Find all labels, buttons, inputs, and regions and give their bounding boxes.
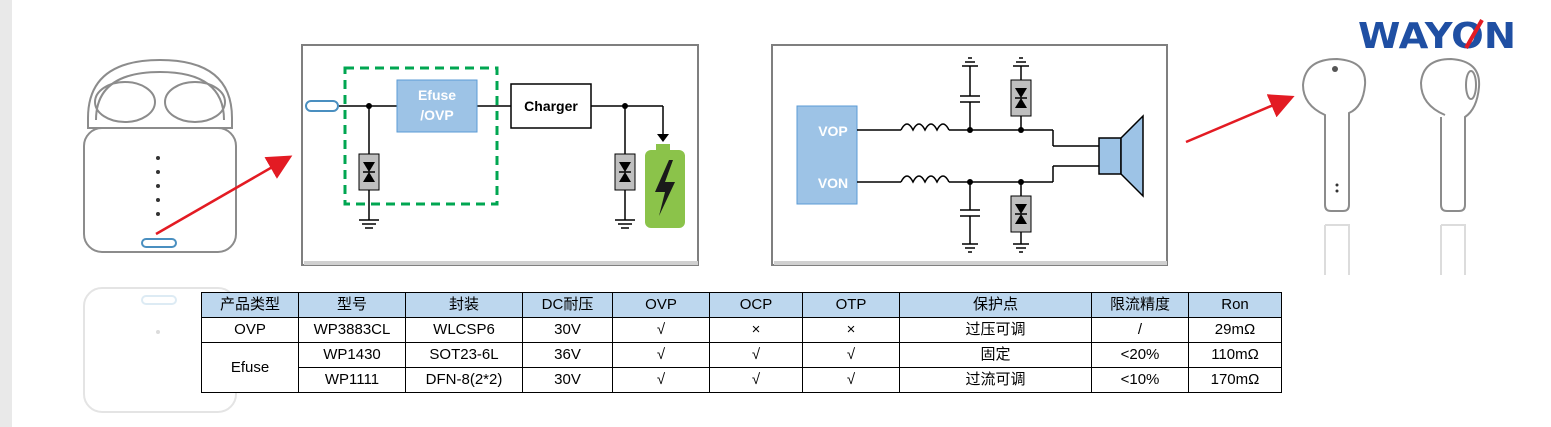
- speaker-icon: [1098, 114, 1144, 198]
- cell-model: WP1430: [298, 342, 406, 368]
- logo-text: WAYON: [1358, 16, 1516, 54]
- wayon-logo: WAYON: [1358, 16, 1516, 54]
- header-dc-voltage: DC耐压: [522, 292, 613, 318]
- cell-protect: 固定: [899, 342, 1092, 368]
- product-spec-table: 产品类型 型号 封装 DC耐压 OVP OCP OTP 保护点 限流精度 Ron…: [201, 292, 1282, 393]
- cell-package: WLCSP6: [405, 317, 523, 343]
- tvs-diode-icon: [358, 153, 380, 191]
- cell-ron: 170mΩ: [1188, 367, 1282, 393]
- cell-ocp: ×: [709, 317, 803, 343]
- header-model: 型号: [298, 292, 406, 318]
- header-ocp: OCP: [709, 292, 803, 318]
- header-otp: OTP: [802, 292, 900, 318]
- efuse-label: Efuse: [418, 87, 456, 103]
- cell-ovp: √: [612, 317, 710, 343]
- table-header-row: 产品类型 型号 封装 DC耐压 OVP OCP OTP 保护点 限流精度 Ron: [201, 292, 1282, 318]
- ovp-label: /OVP: [420, 107, 453, 123]
- charger-label: Charger: [524, 98, 578, 114]
- cell-dc: 30V: [522, 317, 613, 343]
- cell-model: WP1111: [298, 367, 406, 393]
- table-row: WP1111 DFN-8(2*2) 30V √ √ √ 过流可调 <10% 17…: [202, 367, 1282, 393]
- cell-package: DFN-8(2*2): [405, 367, 523, 393]
- arrow-to-circuit1: [155, 155, 293, 236]
- cell-type: OVP: [201, 317, 299, 343]
- header-product-type: 产品类型: [201, 292, 299, 318]
- tvs-diode-icon: [1010, 195, 1032, 233]
- left-edge-strip: [0, 0, 12, 427]
- cell-model: WP3883CL: [298, 317, 406, 343]
- header-ron: Ron: [1188, 292, 1282, 318]
- cell-ron: 29mΩ: [1188, 317, 1282, 343]
- arrow-to-earbuds: [1185, 94, 1295, 144]
- earbud-case-image: [83, 58, 237, 413]
- table-row: OVP WP3883CL WLCSP6 30V √ × × 过压可调 / 29m…: [201, 317, 1282, 343]
- header-ovp: OVP: [612, 292, 710, 318]
- tvs-diode-icon: [614, 153, 636, 191]
- earbuds-image: [1301, 57, 1481, 275]
- tvs-diode-icon: [1010, 79, 1032, 117]
- cell-otp: √: [802, 367, 900, 393]
- von-label: VON: [818, 175, 848, 191]
- cell-otp: √: [802, 342, 900, 368]
- cell-protect: 过压可调: [899, 317, 1092, 343]
- header-current-limit-accuracy: 限流精度: [1091, 292, 1189, 318]
- header-protection-point: 保护点: [899, 292, 1092, 318]
- cell-ron: 110mΩ: [1188, 342, 1282, 368]
- cell-ocp: √: [709, 367, 803, 393]
- cell-accuracy: /: [1091, 317, 1189, 343]
- battery-icon: [645, 144, 685, 228]
- cell-dc: 36V: [522, 342, 613, 368]
- cell-ovp: √: [612, 342, 710, 368]
- charging-protection-circuit: Efuse /OVP Charger: [301, 44, 699, 266]
- cell-ocp: √: [709, 342, 803, 368]
- vop-label: VOP: [818, 123, 848, 139]
- audio-output-circuit: VOP VON: [771, 44, 1168, 266]
- cell-accuracy: <10%: [1091, 367, 1189, 393]
- cell-ovp: √: [612, 367, 710, 393]
- table-row: Efuse WP1430 SOT23-6L 36V √ √ √ 固定 <20% …: [201, 342, 1282, 393]
- header-package: 封装: [405, 292, 523, 318]
- cell-otp: ×: [802, 317, 900, 343]
- cell-accuracy: <20%: [1091, 342, 1189, 368]
- cell-package: SOT23-6L: [405, 342, 523, 368]
- cell-dc: 30V: [522, 367, 613, 393]
- cell-protect: 过流可调: [899, 367, 1092, 393]
- cell-type: Efuse: [201, 342, 299, 393]
